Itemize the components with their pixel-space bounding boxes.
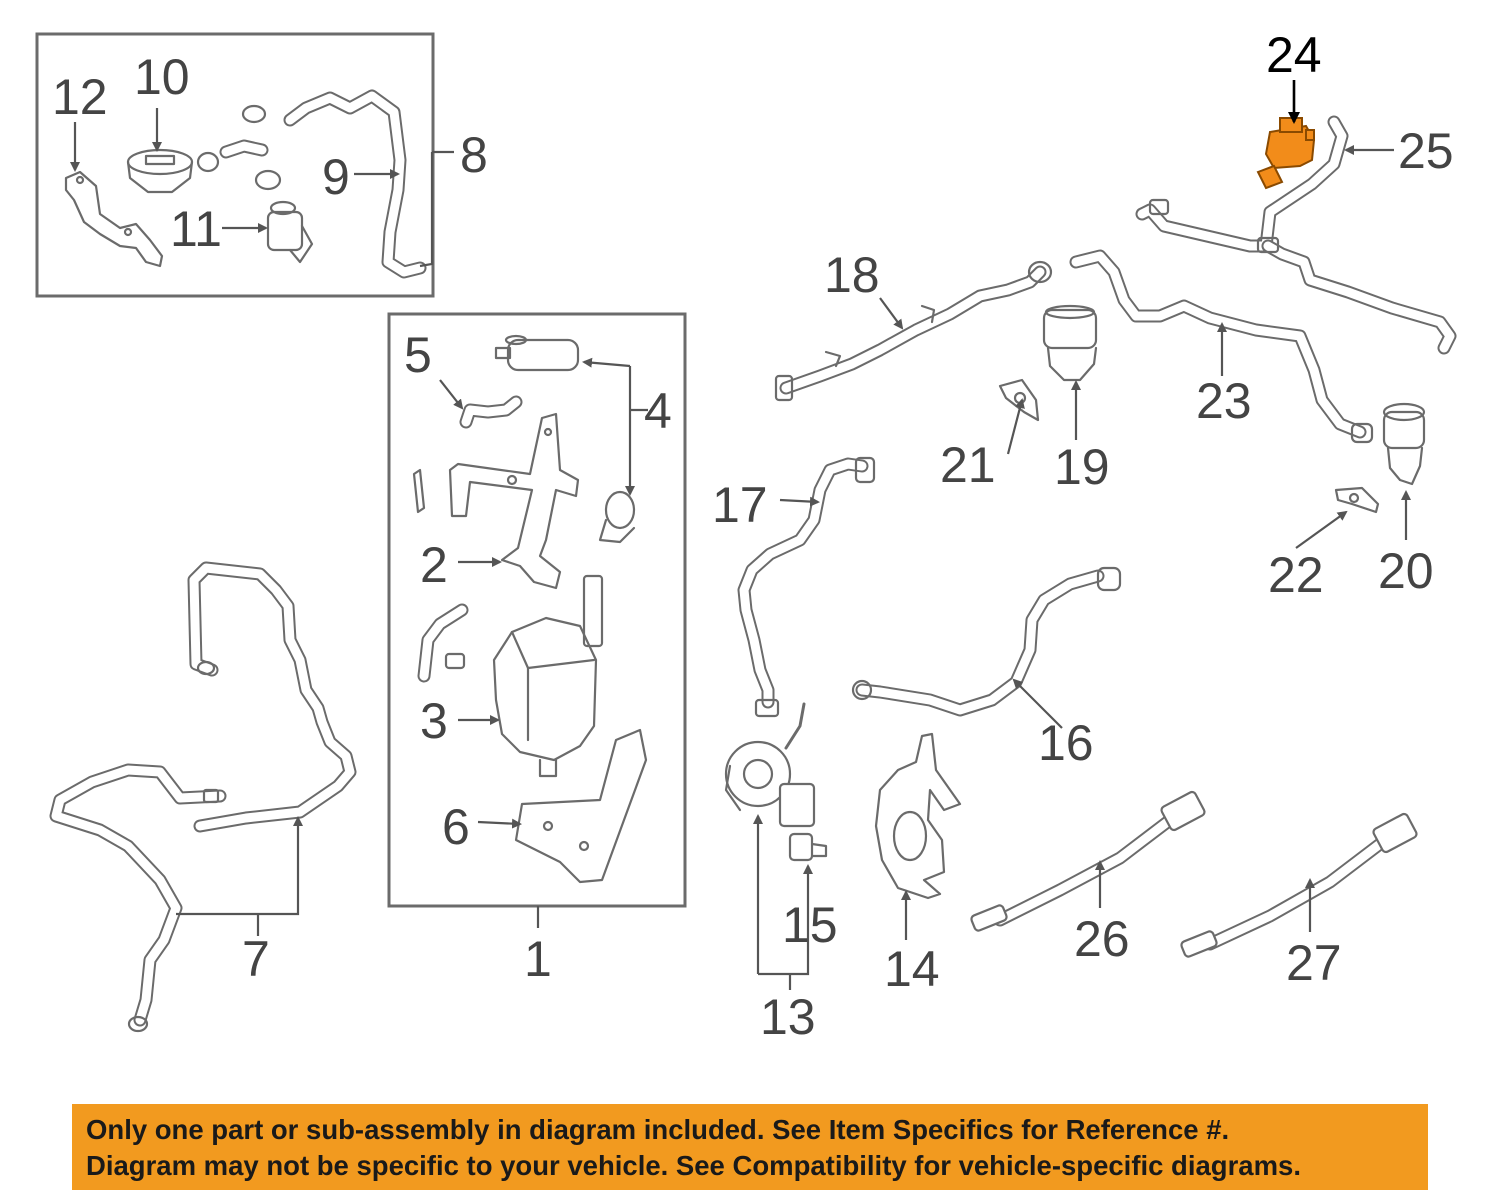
part-27-o2-sensor xyxy=(1180,812,1418,958)
callout-13: 13 xyxy=(760,989,816,1045)
part-16-hose xyxy=(851,566,1122,717)
callout-7: 7 xyxy=(242,931,270,987)
callout-20: 20 xyxy=(1378,543,1434,599)
part-10-cap xyxy=(126,148,194,194)
callout-21: 21 xyxy=(940,437,996,493)
part-13-pump xyxy=(724,702,816,828)
part-4-valve xyxy=(494,334,636,544)
callout-22: 22 xyxy=(1268,547,1324,603)
part-14-bracket xyxy=(874,732,962,900)
part-12-bracket xyxy=(64,170,164,268)
callout-3: 3 xyxy=(420,693,448,749)
part-9-hose xyxy=(283,89,427,279)
callout-12: 12 xyxy=(52,69,108,125)
callout-27: 27 xyxy=(1286,935,1342,991)
disclaimer-banner: Only one part or sub-assembly in diagram… xyxy=(72,1104,1428,1190)
subassembly-frame-1 xyxy=(387,312,687,908)
part-clamps-8 xyxy=(196,104,282,191)
callout-17: 17 xyxy=(712,477,768,533)
callout-25: 25 xyxy=(1398,123,1454,179)
part-18-pipe xyxy=(774,260,1053,402)
part-22-gasket xyxy=(1334,486,1380,514)
part-25-vacuum-line xyxy=(1135,115,1457,355)
part-3-canister xyxy=(417,574,604,778)
part-5-hose xyxy=(459,395,523,429)
part-7-pipe xyxy=(49,561,357,1033)
callout-2: 2 xyxy=(420,537,448,593)
part-24-vacuum-solenoid xyxy=(1256,117,1316,190)
leader-lines xyxy=(70,80,1411,990)
part-11-valve xyxy=(266,200,314,264)
callout-19: 19 xyxy=(1054,439,1110,495)
callout-24: 24 xyxy=(1266,27,1322,83)
callout-15: 15 xyxy=(782,897,838,953)
part-15-sensor xyxy=(788,832,828,862)
callout-5: 5 xyxy=(404,327,432,383)
part-19-valve xyxy=(1042,304,1098,382)
callout-4: 4 xyxy=(644,383,672,439)
callout-11: 11 xyxy=(170,201,222,257)
callout-18: 18 xyxy=(824,247,880,303)
part-2-bracket xyxy=(412,412,580,590)
callout-14: 14 xyxy=(884,941,940,997)
part-20-valve xyxy=(1382,402,1426,486)
callout-23: 23 xyxy=(1196,373,1252,429)
callout-labels: 12 10 11 9 8 5 4 2 3 6 1 7 17 18 21 19 2… xyxy=(52,27,1454,1045)
part-26-o2-sensor xyxy=(970,790,1206,932)
callout-1: 1 xyxy=(524,931,552,987)
disclaimer-line-2: Diagram may not be specific to your vehi… xyxy=(86,1150,1301,1181)
disclaimer-line-1: Only one part or sub-assembly in diagram… xyxy=(86,1114,1230,1145)
part-17-hose xyxy=(737,456,876,718)
part-6-shield xyxy=(514,728,648,884)
callout-26: 26 xyxy=(1074,911,1130,967)
part-23-pipe xyxy=(1069,249,1374,444)
callout-10: 10 xyxy=(134,49,190,105)
callout-8: 8 xyxy=(460,127,488,183)
callout-9: 9 xyxy=(322,149,350,205)
callout-6: 6 xyxy=(442,799,470,855)
callout-16: 16 xyxy=(1038,715,1094,771)
